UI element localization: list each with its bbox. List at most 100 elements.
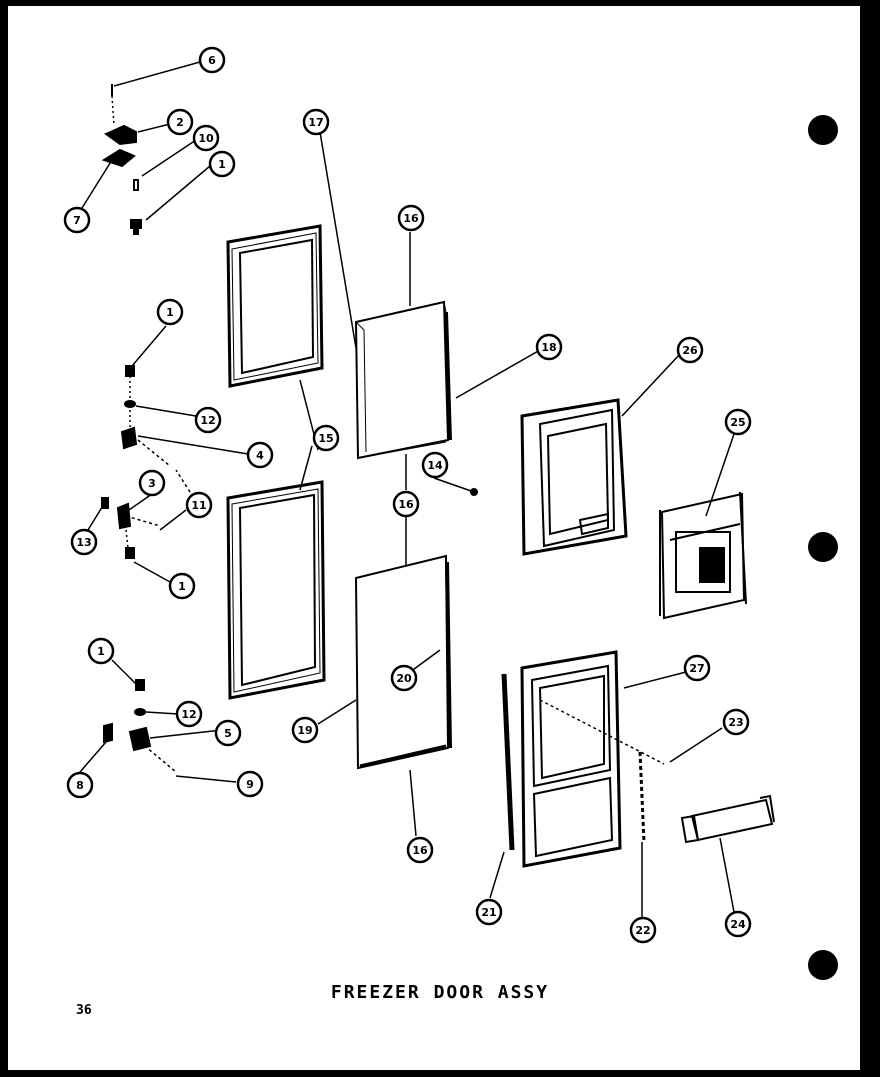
callout-label: 9 (246, 778, 254, 791)
callout-20: 20 (390, 664, 418, 692)
binder-hole-middle (808, 532, 838, 562)
trim-strip (501, 673, 515, 851)
callout-circle (175, 700, 203, 728)
callout-circle (312, 424, 340, 452)
callout-circle (156, 298, 184, 326)
callout-circle (198, 46, 226, 74)
callout-circle (406, 836, 434, 864)
callout-label: 12 (200, 414, 215, 427)
callout-circle (683, 654, 711, 682)
callout-label: 7 (73, 214, 81, 227)
callout-18: 18 (535, 333, 563, 361)
diagram-title: FREEZER DOOR ASSY (330, 982, 550, 1003)
callout-label: 1 (218, 158, 226, 171)
callout-circle (676, 336, 704, 364)
callout-label: 1 (166, 306, 174, 319)
middle-hinge-parts (101, 365, 138, 559)
callout-label: 6 (208, 54, 216, 67)
callout-label: 20 (396, 672, 412, 685)
door-shelf (680, 794, 775, 844)
dispenser-mechanism (659, 491, 747, 620)
callout-5: 5 (214, 719, 242, 747)
callout-label: 12 (181, 708, 196, 721)
callout-4: 4 (246, 441, 274, 469)
callout-circle (392, 490, 420, 518)
door-liner-lower (354, 554, 452, 770)
callout-24: 24 (724, 910, 752, 938)
callout-label: 5 (224, 727, 232, 740)
freezer-door-panel (520, 650, 622, 868)
callout-26: 26 (676, 336, 704, 364)
callout-circle (194, 406, 222, 434)
dispenser-housing (520, 398, 628, 556)
callout-circle (724, 408, 752, 436)
callout-circle (302, 108, 330, 136)
callout-circle (166, 108, 194, 136)
callout-label: 2 (176, 116, 184, 129)
callout-label: 24 (730, 918, 746, 931)
callout-label: 1 (178, 580, 186, 593)
callout-circle (724, 910, 752, 938)
callout-label: 3 (148, 477, 156, 490)
callout-label: 13 (76, 536, 91, 549)
callout-label: 19 (297, 724, 312, 737)
callout-circle (87, 637, 115, 665)
callout-16: 16 (406, 836, 434, 864)
door-liner-upper (354, 300, 452, 460)
callout-9: 9 (236, 770, 264, 798)
callout-label: 8 (76, 779, 84, 792)
callout-label: 1 (97, 645, 105, 658)
callout-label: 15 (318, 432, 333, 445)
callout-circle (722, 708, 750, 736)
callout-12: 12 (194, 406, 222, 434)
callout-label: 16 (412, 844, 428, 857)
callout-1: 1 (208, 150, 236, 178)
bottom-hinge-parts (103, 488, 478, 752)
binder-hole-bottom (808, 950, 838, 980)
callout-17: 17 (302, 108, 330, 136)
callout-circle (397, 204, 425, 232)
callout-circle (629, 916, 657, 944)
callout-circle (208, 150, 236, 178)
callout-circle (535, 333, 563, 361)
callout-circle (246, 441, 274, 469)
callout-circle (63, 206, 91, 234)
callout-7: 7 (63, 206, 91, 234)
door-gasket-lower (226, 480, 326, 700)
callout-label: 16 (403, 212, 419, 225)
callout-circle (138, 469, 166, 497)
callout-19: 19 (291, 716, 319, 744)
callout-11: 11 (185, 491, 213, 519)
callout-1: 1 (87, 637, 115, 665)
callout-8: 8 (66, 771, 94, 799)
page-number: 36 (76, 1003, 92, 1018)
callout-15: 15 (312, 424, 340, 452)
callout-circle (168, 572, 196, 600)
callout-label: 23 (728, 716, 743, 729)
callout-label: 4 (256, 449, 264, 462)
callout-circle (66, 771, 94, 799)
callout-13: 13 (70, 528, 98, 556)
callout-circle (421, 451, 449, 479)
callout-10: 10 (192, 124, 220, 152)
callout-23: 23 (722, 708, 750, 736)
door-gasket-upper (226, 224, 324, 388)
callout-circle (291, 716, 319, 744)
callout-label: 14 (427, 459, 443, 472)
callout-label: 27 (689, 662, 704, 675)
callout-label: 17 (308, 116, 323, 129)
callout-circle (192, 124, 220, 152)
callout-21: 21 (475, 898, 503, 926)
callout-2: 2 (166, 108, 194, 136)
callout-14: 14 (421, 451, 449, 479)
top-hinge-assembly (101, 84, 142, 235)
callout-circle (475, 898, 503, 926)
callout-label: 16 (398, 498, 414, 511)
callout-25: 25 (724, 408, 752, 436)
diagram-sheet (8, 6, 860, 1070)
callout-circle (390, 664, 418, 692)
leader-lines (79, 61, 735, 918)
